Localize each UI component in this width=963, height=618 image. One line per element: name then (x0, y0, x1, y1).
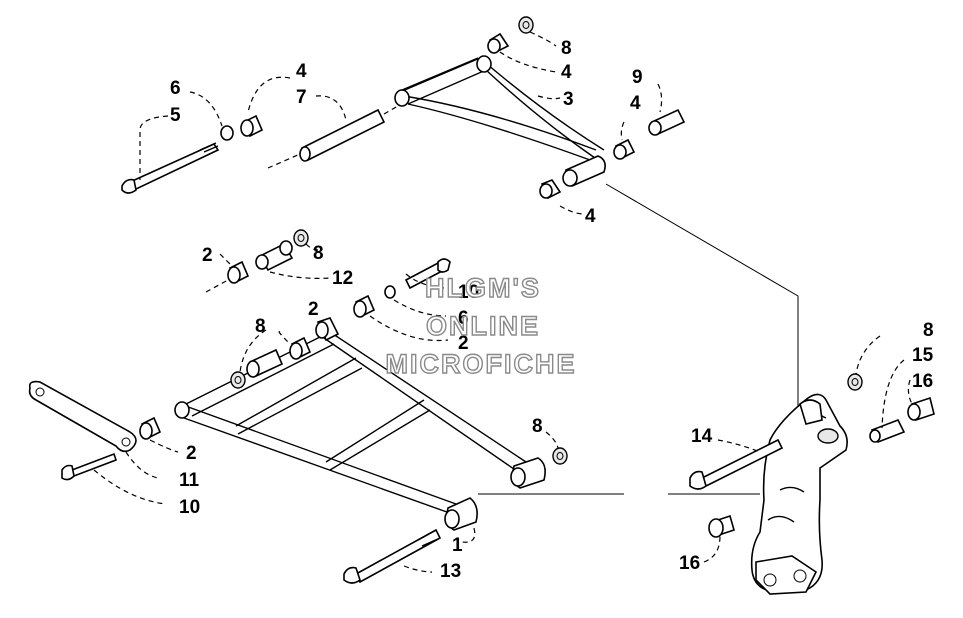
stabilizer-link (28, 380, 137, 453)
sleeve-9 (648, 108, 686, 136)
bushing-2-mid (353, 294, 376, 318)
callout-6: 6 (458, 308, 469, 329)
callout-8: 8 (255, 316, 266, 337)
watermark-line-1: HLGM'S (425, 273, 541, 303)
callout-5: 5 (170, 105, 181, 126)
bushing-4-upper-top (487, 32, 510, 54)
bushing-2-link (139, 416, 162, 440)
steering-knuckle (750, 393, 848, 595)
bushing-4-upper-bottom (539, 179, 562, 200)
nut-8-lower-right (552, 447, 568, 465)
callout-6: 6 (170, 78, 181, 99)
watermark: HLGM'S ONLINE MICROFICHE (385, 272, 577, 379)
callout-2: 2 (458, 333, 469, 354)
sleeve-12-lower (246, 348, 284, 378)
callout-13: 13 (440, 561, 461, 582)
callout-16: 16 (679, 553, 700, 574)
callout-2: 2 (202, 245, 213, 266)
bolt-16-upper (907, 396, 935, 422)
watermark-line-3: MICROFICHE (386, 349, 577, 379)
bushing-4-upper-right (613, 138, 636, 160)
callout-15: 15 (912, 345, 934, 366)
callout-labels: 8 4 3 9 4 4 6 5 4 7 2 8 12 10 6 2 8 2 8 … (170, 38, 934, 582)
callout-2: 2 (186, 443, 197, 464)
washer-6-lower (384, 285, 396, 299)
callout-4: 4 (630, 93, 641, 114)
watermark-line-2: ONLINE (426, 311, 540, 341)
sleeve-12 (255, 240, 294, 272)
sleeve-15 (869, 418, 906, 444)
bushing-2-top (227, 260, 250, 284)
callout-1: 1 (452, 535, 463, 556)
bolt-10-upper (404, 258, 451, 290)
callout-8: 8 (532, 416, 543, 437)
nut-8-upper (518, 16, 534, 34)
callout-4: 4 (561, 62, 572, 83)
callout-4: 4 (296, 61, 307, 82)
sleeve-7 (299, 108, 386, 162)
bushing-4-upper-left (240, 114, 264, 138)
callout-8: 8 (923, 320, 934, 341)
bushing-2-lower (289, 336, 312, 360)
callout-2: 2 (308, 299, 319, 320)
callout-4: 4 (585, 206, 596, 227)
nut-8-mid-top (293, 229, 309, 247)
callout-14: 14 (691, 426, 713, 447)
callout-10: 10 (179, 497, 200, 518)
nut-8-mid-left (230, 371, 246, 389)
washer-6-upper (220, 125, 234, 141)
bolt-16-lower (708, 514, 735, 538)
lower-a-arm (174, 317, 546, 531)
callout-8: 8 (561, 38, 572, 59)
leader-lines (93, 31, 913, 573)
callout-16: 16 (912, 371, 933, 392)
callout-3: 3 (563, 89, 574, 110)
callout-11: 11 (179, 470, 200, 491)
callout-10: 10 (458, 282, 479, 303)
upper-a-arm (394, 55, 606, 187)
callout-9: 9 (632, 67, 643, 88)
bolt-14 (689, 438, 784, 490)
callout-8: 8 (313, 243, 324, 264)
bolt-13 (343, 528, 442, 584)
nut-8-spindle (847, 373, 863, 391)
bolt-10-lower (61, 452, 118, 481)
callout-7: 7 (296, 87, 307, 108)
upper-pivot-bolt (121, 142, 220, 194)
callout-12: 12 (332, 268, 353, 289)
